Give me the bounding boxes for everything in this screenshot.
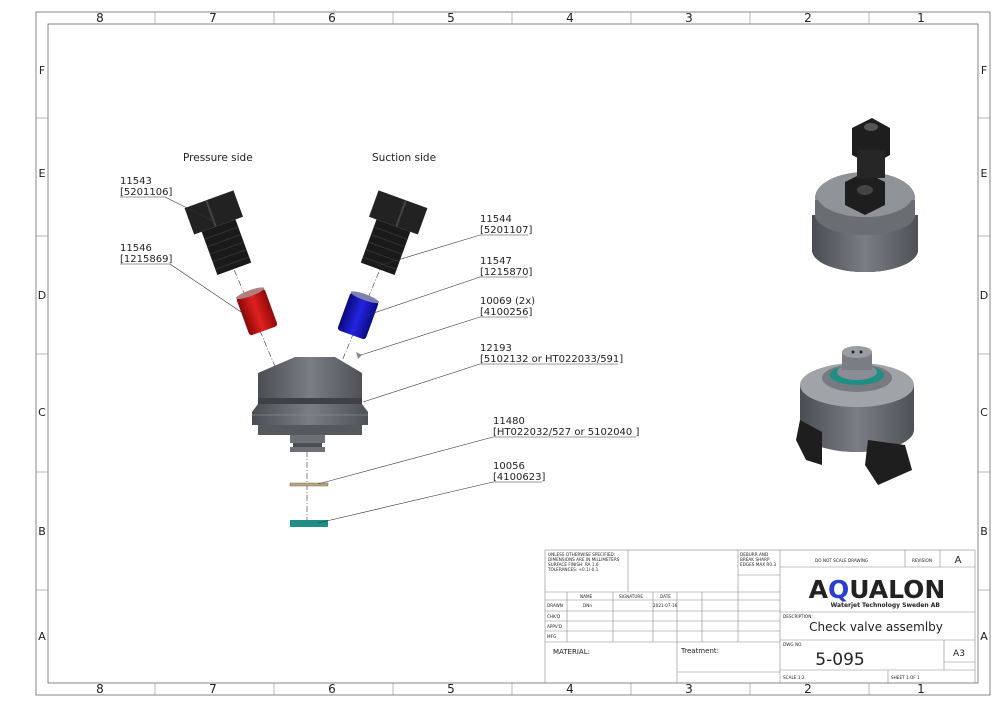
svg-text:4: 4 <box>566 682 574 696</box>
inner-border <box>47 23 979 684</box>
sheet-number: SHEET 1 OF 1 <box>891 675 920 680</box>
material-label: MATERIAL: <box>553 648 590 656</box>
svg-text:1: 1 <box>917 11 925 25</box>
svg-text:5: 5 <box>447 11 455 25</box>
svg-text:A: A <box>980 630 988 643</box>
svg-text:DO NOT SCALE DRAWING: DO NOT SCALE DRAWING <box>815 558 868 563</box>
svg-text:[HT022032/527 or 5102040 ]: [HT022032/527 or 5102040 ] <box>493 427 639 438</box>
pin-10069 <box>356 352 362 359</box>
svg-text:11547: 11547 <box>480 256 512 267</box>
view-labels: Pressure side Suction side <box>183 152 436 164</box>
column-labels-bottom: 8 7 6 5 4 3 2 1 <box>96 682 925 696</box>
svg-text:3: 3 <box>685 682 693 696</box>
svg-text:8: 8 <box>96 682 104 696</box>
seal-10056 <box>290 520 328 527</box>
treatment-label: Treatment: <box>680 647 719 655</box>
svg-text:A: A <box>38 630 46 643</box>
valve-body-12193 <box>252 357 368 452</box>
svg-text:11544: 11544 <box>480 214 512 225</box>
svg-text:[5201106]: [5201106] <box>120 187 172 198</box>
svg-text:11480: 11480 <box>493 416 525 427</box>
svg-text:E: E <box>981 167 988 180</box>
suction-fitting-11544 <box>360 190 428 275</box>
svg-text:7: 7 <box>209 11 217 25</box>
column-labels-top: 8 7 6 5 4 3 2 1 <box>96 11 925 25</box>
svg-text:10056: 10056 <box>493 461 525 472</box>
svg-text:F: F <box>39 64 45 77</box>
svg-text:[4100256]: [4100256] <box>480 307 532 318</box>
svg-text:5: 5 <box>447 682 455 696</box>
svg-text:6: 6 <box>328 11 336 25</box>
svg-text:7: 7 <box>209 682 217 696</box>
svg-text:EDGES MAX R0.3: EDGES MAX R0.3 <box>740 562 776 567</box>
shim-11480 <box>289 482 329 487</box>
svg-text:2: 2 <box>804 682 812 696</box>
outer-border <box>35 11 991 696</box>
svg-text:[4100623]: [4100623] <box>493 472 545 483</box>
svg-text:8: 8 <box>96 11 104 25</box>
pressure-fitting-11543 <box>184 190 252 275</box>
svg-text:11546: 11546 <box>120 243 152 254</box>
svg-text:6: 6 <box>328 682 336 696</box>
svg-text:B: B <box>980 525 988 538</box>
svg-text:2: 2 <box>804 11 812 25</box>
company-logo: AQUALON <box>809 575 946 604</box>
svg-text:1: 1 <box>917 682 925 696</box>
exploded-view <box>184 190 428 527</box>
svg-text:SIGNATURE: SIGNATURE <box>619 594 643 599</box>
svg-text:DATE: DATE <box>660 594 671 599</box>
pressure-side-label: Pressure side <box>183 152 253 164</box>
svg-text:C: C <box>38 406 46 419</box>
svg-text:TOLERANCES: +0.1/-0.1: TOLERANCES: +0.1/-0.1 <box>547 567 599 572</box>
svg-text:12193: 12193 <box>480 343 512 354</box>
svg-text:CHK'D: CHK'D <box>547 614 560 619</box>
dwg-no: 5-095 <box>815 650 864 670</box>
callouts: 11543[5201106] 11546[1215869] 11544[5201… <box>120 176 639 483</box>
svg-text:C: C <box>980 406 988 419</box>
sheet-size: A3 <box>953 649 965 659</box>
drawn-date: 2021-07-16 <box>653 603 678 608</box>
svg-text:10069 (2x): 10069 (2x) <box>480 296 535 307</box>
pressure-seat-11546 <box>236 287 278 336</box>
description: Check valve assemlby <box>809 620 943 634</box>
svg-text:F: F <box>981 64 987 77</box>
svg-text:MFG: MFG <box>547 634 556 639</box>
zone-dividers <box>36 12 990 695</box>
svg-text:11543: 11543 <box>120 176 152 187</box>
svg-text:APPV'D: APPV'D <box>547 624 562 629</box>
svg-text:DEBURR AND: DEBURR AND <box>740 552 768 557</box>
suction-side-label: Suction side <box>372 152 436 164</box>
svg-text:DWG NO.: DWG NO. <box>783 642 803 647</box>
svg-text:D: D <box>980 289 988 302</box>
iso-view-top <box>812 118 918 272</box>
company-subtitle: Waterjet Technology Sweden AB <box>831 602 941 609</box>
svg-text:SURFACE FINISH: RA 1.6: SURFACE FINISH: RA 1.6 <box>548 562 599 567</box>
revision: A <box>955 555 962 566</box>
svg-text:E: E <box>39 167 46 180</box>
leader-lines <box>120 196 636 524</box>
svg-text:[1215870]: [1215870] <box>480 267 532 278</box>
svg-text:[1215869]: [1215869] <box>120 254 172 265</box>
suction-seat-11547 <box>337 291 379 340</box>
svg-text:3: 3 <box>685 11 693 25</box>
svg-text:NAME: NAME <box>580 594 593 599</box>
row-labels-left: F E D C B A <box>38 64 46 643</box>
svg-text:DRAWN: DRAWN <box>547 603 563 608</box>
svg-text:UNLESS OTHERWISE SPECIFIED:: UNLESS OTHERWISE SPECIFIED: <box>548 552 615 557</box>
svg-text:[5201107]: [5201107] <box>480 225 532 236</box>
svg-text:4: 4 <box>566 11 574 25</box>
svg-text:[5102132 or HT022033/591]: [5102132 or HT022033/591] <box>480 354 623 365</box>
title-block: UNLESS OTHERWISE SPECIFIED: DIMENSIONS A… <box>544 549 976 684</box>
drawn-name: DNn <box>583 603 592 608</box>
svg-text:REVISION: REVISION <box>912 558 932 563</box>
svg-text:B: B <box>38 525 46 538</box>
scale: SCALE:1:2 <box>783 675 805 680</box>
svg-text:DIMENSIONS ARE IN MILLIMETERS: DIMENSIONS ARE IN MILLIMETERS <box>548 557 620 562</box>
svg-text:D: D <box>38 289 46 302</box>
svg-text:DESCRIPTION:: DESCRIPTION: <box>783 614 813 619</box>
row-labels-right: F E D C B A <box>980 64 988 643</box>
svg-text:BREAK SHARP: BREAK SHARP <box>740 557 770 562</box>
iso-view-bottom <box>796 346 914 485</box>
